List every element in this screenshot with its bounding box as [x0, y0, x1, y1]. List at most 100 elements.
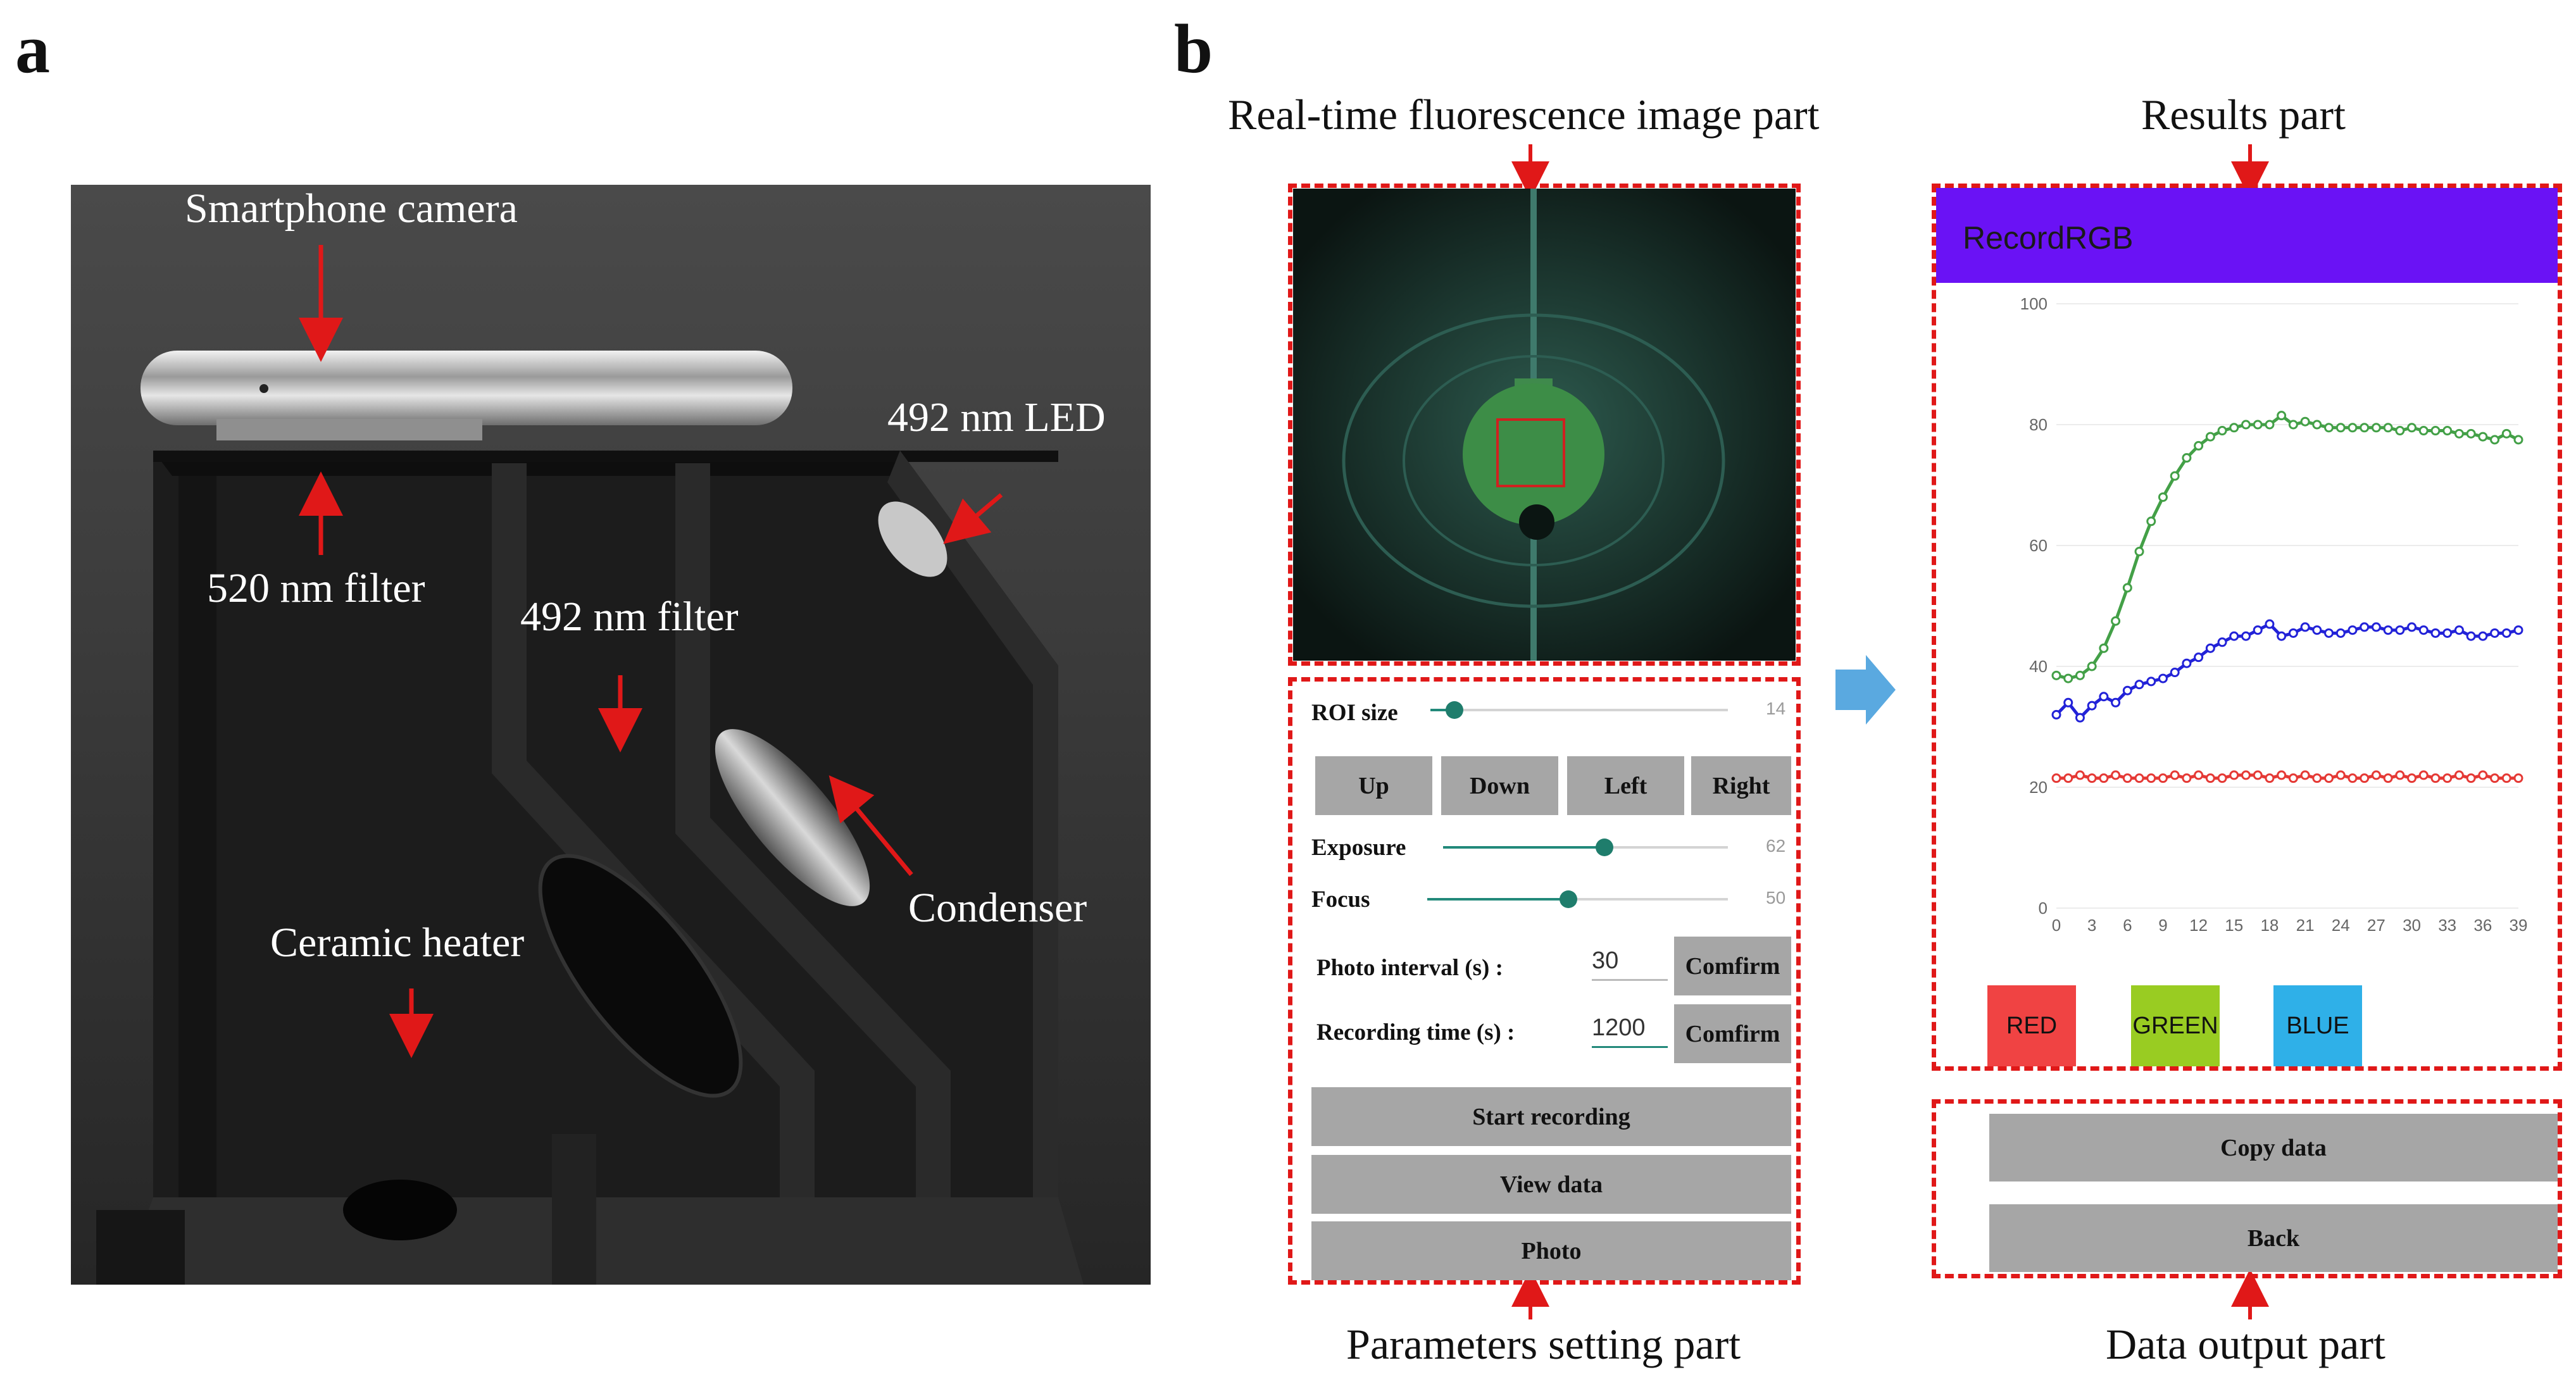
focus-label: Focus [1311, 887, 1370, 913]
exposure-slider-knob[interactable] [1596, 839, 1613, 856]
data-point [2288, 628, 2298, 638]
roi-slider-track[interactable] [1430, 709, 1728, 711]
data-point [2478, 432, 2488, 442]
y-tick-label: 100 [2020, 294, 2048, 313]
copy-data-button[interactable]: Copy data [1989, 1114, 2558, 1181]
recording-time-input[interactable]: 1200 [1592, 1014, 1668, 1048]
data-point [2324, 773, 2334, 783]
x-tick-label: 12 [2189, 916, 2208, 935]
data-point [2335, 423, 2346, 433]
data-point [2182, 453, 2192, 463]
data-point [2312, 420, 2322, 430]
x-tick-label: 33 [2438, 916, 2456, 935]
roi-slider-knob[interactable] [1446, 701, 1463, 719]
data-point [2478, 770, 2488, 780]
data-point [2513, 773, 2523, 783]
x-tick-label: 9 [2158, 916, 2167, 935]
data-point [2360, 423, 2370, 433]
flow-arrow-icon [1835, 655, 1896, 725]
data-point [2407, 773, 2417, 783]
data-point [2454, 770, 2464, 780]
data-point [2087, 701, 2097, 711]
data-point [2490, 628, 2500, 638]
data-point [2513, 435, 2523, 445]
x-tick-label: 15 [2225, 916, 2243, 935]
app-title: RecordRGB [1963, 220, 2134, 256]
focus-slider-track[interactable] [1427, 898, 1728, 901]
data-point [2194, 440, 2204, 451]
data-point [2501, 628, 2511, 638]
data-point [2146, 516, 2156, 527]
data-point [2395, 426, 2405, 436]
device-photo: Smartphone camera 492 nm LED 520 nm filt… [71, 185, 1151, 1285]
data-point [2288, 420, 2298, 430]
data-point [2360, 773, 2370, 783]
data-point [2253, 625, 2263, 635]
back-button[interactable]: Back [1989, 1204, 2558, 1272]
data-point [2454, 625, 2464, 635]
data-point [2277, 631, 2287, 641]
data-point [2087, 661, 2097, 671]
series-line [2056, 413, 2520, 680]
left-button[interactable]: Left [1567, 756, 1684, 815]
annotation-arrows [299, 245, 1003, 1058]
data-point [2383, 773, 2393, 783]
legend-red-button[interactable]: RED [1987, 985, 2076, 1066]
y-tick-label: 60 [2029, 536, 2048, 555]
data-point [2170, 471, 2180, 481]
right-button[interactable]: Right [1691, 756, 1791, 815]
roi-slider-fill [1430, 709, 1454, 711]
data-point [2466, 428, 2476, 439]
exposure-slider-fill [1443, 846, 1604, 849]
data-point [2111, 616, 2121, 626]
x-tick-label: 18 [2260, 916, 2279, 935]
caption-params: Parameters setting part [1346, 1320, 1741, 1368]
data-point [2122, 685, 2132, 695]
data-point [2075, 713, 2085, 723]
data-point [2466, 631, 2476, 641]
parameters-frame [1288, 677, 1801, 1285]
start-recording-button[interactable]: Start recording [1311, 1087, 1791, 1146]
x-tick-label: 0 [2052, 916, 2061, 935]
data-point [2430, 773, 2441, 783]
data-point [2253, 420, 2263, 430]
legend-green-button[interactable]: GREEN [2131, 985, 2220, 1066]
confirm-photo-interval-button[interactable]: Comfirm [1674, 937, 1791, 995]
data-point [2454, 428, 2464, 439]
view-data-button[interactable]: View data [1311, 1155, 1791, 1214]
data-point [2134, 547, 2144, 557]
data-point [2158, 492, 2168, 502]
data-point [2146, 676, 2156, 687]
data-point [2513, 625, 2523, 635]
exposure-value: 62 [1766, 836, 1786, 856]
down-button[interactable]: Down [1441, 756, 1558, 815]
label-492-filter: 492 nm filter [520, 594, 739, 640]
label-ceramic-heater: Ceramic heater [270, 920, 525, 966]
data-point [2265, 619, 2275, 629]
data-point [2395, 770, 2405, 780]
data-point [2241, 631, 2251, 641]
confirm-recording-time-button[interactable]: Comfirm [1674, 1004, 1791, 1063]
fluorescence-preview[interactable] [1293, 189, 1796, 661]
photo-interval-input[interactable]: 30 [1592, 947, 1668, 981]
data-point [2241, 770, 2251, 780]
data-point [2217, 637, 2227, 647]
roi-box[interactable] [1496, 418, 1565, 487]
data-point [2277, 770, 2287, 780]
data-point [2395, 625, 2405, 635]
legend-blue-button[interactable]: BLUE [2273, 985, 2362, 1066]
data-point [2324, 628, 2334, 638]
data-point [2229, 770, 2239, 780]
series-line [2056, 773, 2518, 780]
data-point [2122, 583, 2132, 593]
up-button[interactable]: Up [1315, 756, 1432, 815]
data-point [2300, 770, 2310, 780]
data-point [2324, 423, 2334, 433]
results-frame [1932, 184, 2562, 1071]
x-tick-label: 39 [2510, 916, 2528, 935]
data-point [2407, 622, 2417, 632]
data-point [2335, 770, 2346, 780]
data-point [2442, 628, 2453, 638]
focus-slider-knob[interactable] [1560, 890, 1577, 908]
photo-button[interactable]: Photo [1311, 1221, 1791, 1280]
